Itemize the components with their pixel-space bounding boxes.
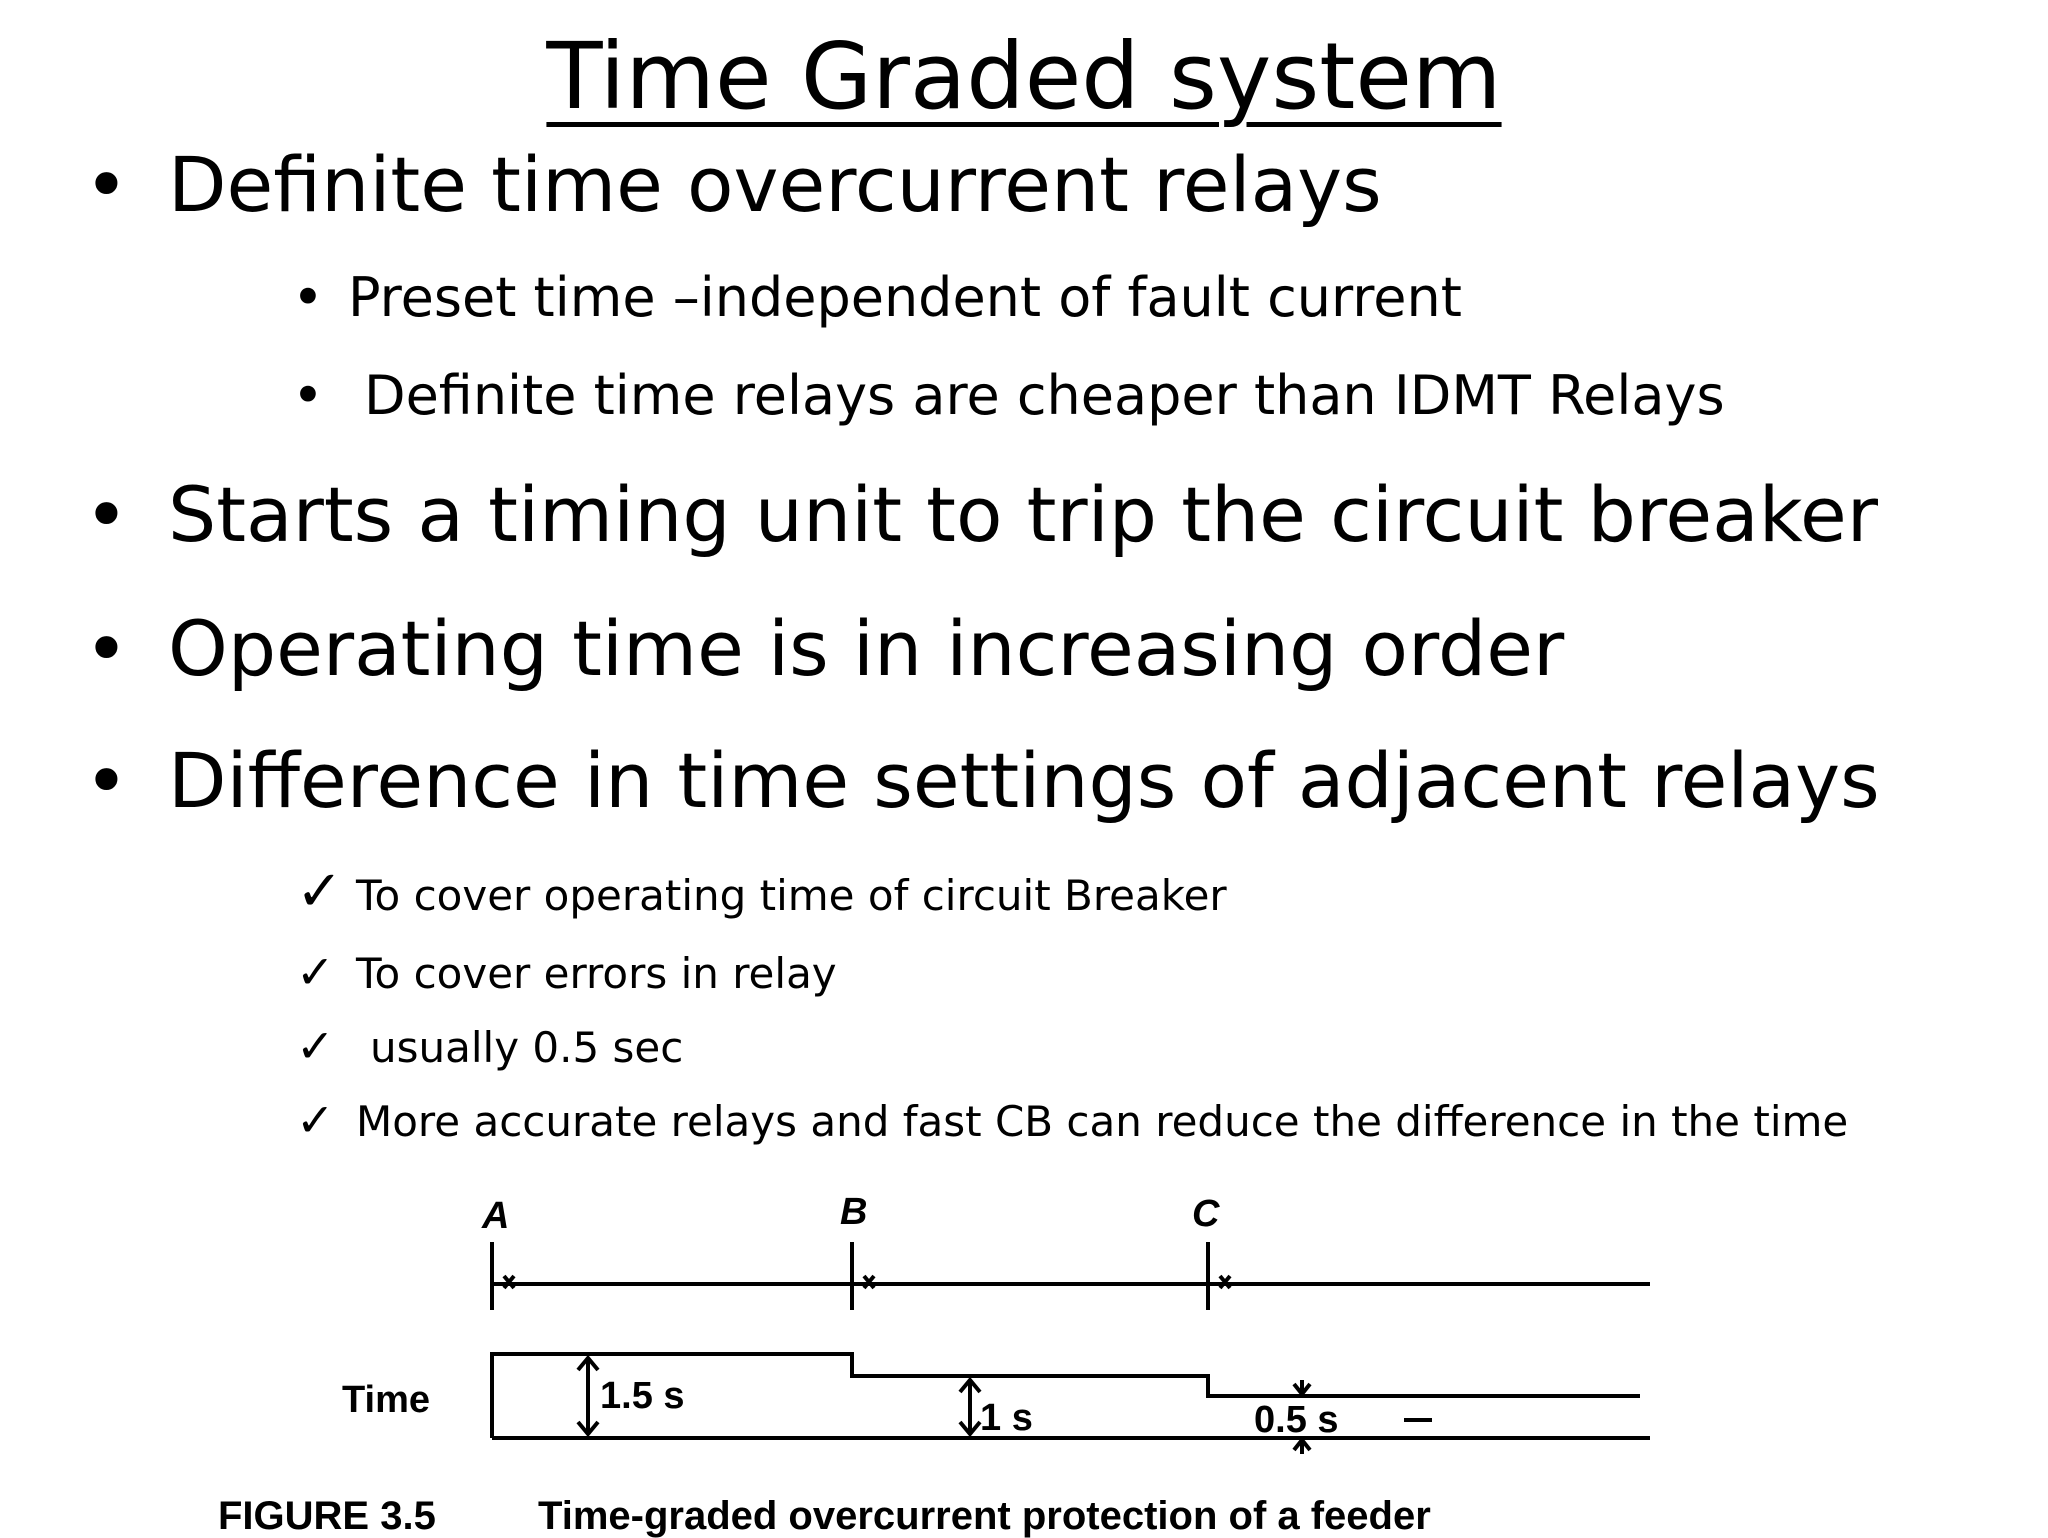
time-axis-label: Time — [342, 1379, 430, 1421]
sub-bullet-preset-time: •Preset time –independent of fault curre… — [292, 266, 1462, 329]
checkmark-icon: ✓ — [296, 945, 335, 999]
figure-caption: FIGURE 3.5 Time-graded overcurrent protec… — [218, 1496, 1431, 1536]
time-graded-figure: A B C Time 1.5 s 1 s 0.5 s — [342, 1191, 1650, 1454]
relay-a-time: 1.5 s — [600, 1375, 685, 1417]
feeder-line — [490, 1242, 1650, 1310]
bullet-icon: • — [84, 604, 129, 693]
sub-bullet-cheaper: •Definite time relays are cheaper than I… — [292, 364, 1725, 427]
check-item-usual: ✓usually 0.5 sec — [296, 1019, 684, 1073]
relay-label-c: C — [1192, 1193, 1220, 1235]
relay-b-time: 1 s — [980, 1397, 1033, 1439]
time-grading-steps — [490, 1352, 1650, 1454]
relay-label-b: B — [840, 1191, 867, 1233]
bullet-definite-time: •Definite time overcurrent relays — [84, 140, 1382, 229]
bullet-timing-unit: •Starts a timing unit to trip the circui… — [84, 470, 1879, 559]
figure-number: FIGURE 3.5 — [218, 1494, 436, 1538]
check-item-relay-errors: ✓To cover errors in relay — [296, 945, 837, 999]
figure-caption-text: Time-graded overcurrent protection of a … — [538, 1494, 1431, 1538]
bullet-increasing-order: •Operating time is in increasing order — [84, 604, 1565, 693]
check-item-cb-time: ✓To cover operating time of circuit Brea… — [296, 859, 1227, 924]
bullet-icon: • — [84, 736, 129, 825]
bullet-icon: • — [292, 364, 324, 427]
slide-title: Time Graded system — [546, 23, 1502, 130]
relay-label-a: A — [481, 1195, 509, 1237]
bullet-icon: • — [84, 140, 129, 229]
bullet-icon: • — [292, 266, 324, 329]
checkmark-icon: ✓ — [296, 1019, 335, 1073]
relay-c-time: 0.5 s — [1254, 1399, 1339, 1441]
bullet-difference: •Difference in time settings of adjacent… — [84, 736, 1880, 825]
checkmark-icon: ✓ — [296, 859, 343, 924]
checkmark-icon: ✓ — [296, 1093, 335, 1147]
bullet-icon: • — [84, 470, 129, 559]
check-item-accurate: ✓More accurate relays and fast CB can re… — [296, 1093, 1849, 1147]
